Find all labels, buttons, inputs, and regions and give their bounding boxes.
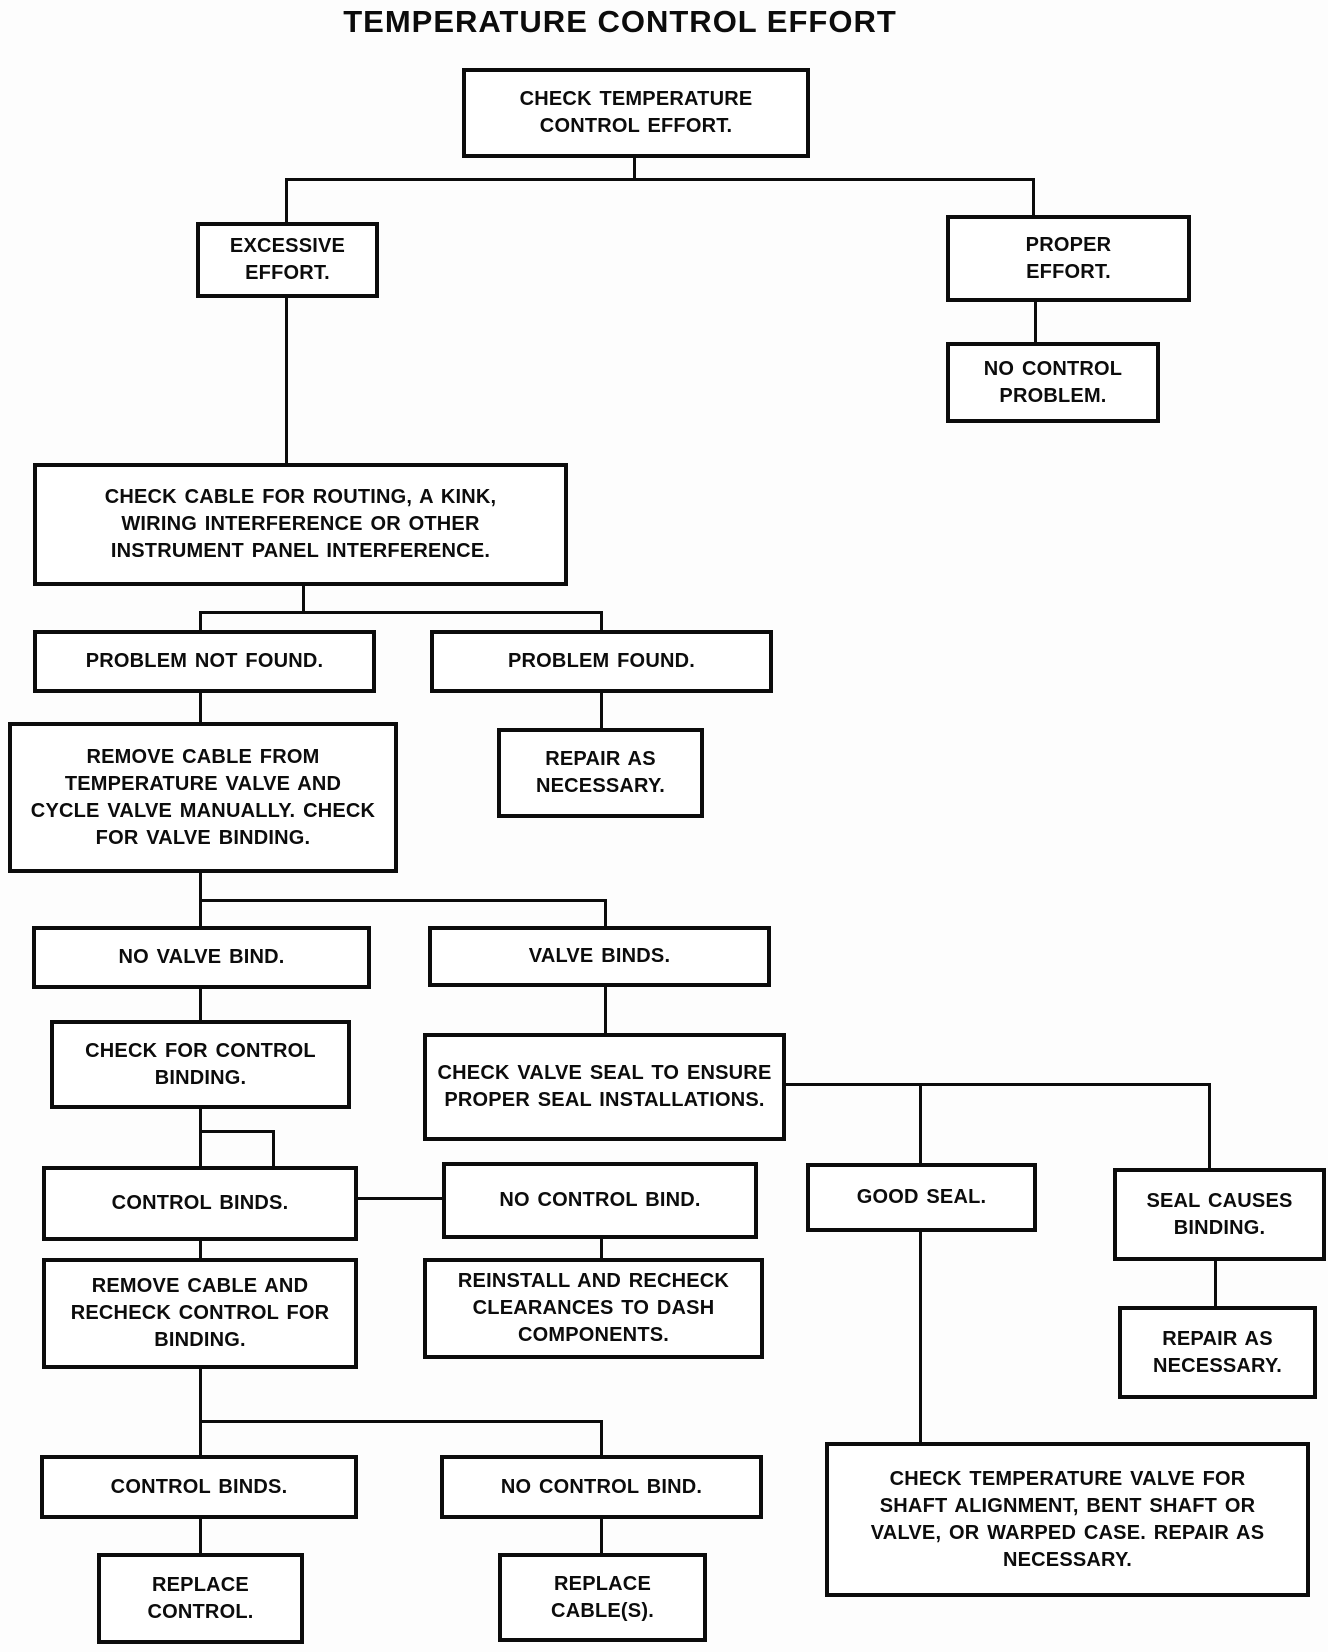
connector xyxy=(604,899,607,926)
connector xyxy=(285,178,288,222)
connector xyxy=(199,899,202,926)
node-check-for-control-binding: CHECK FOR CONTROL BINDING. xyxy=(50,1020,351,1109)
node-replace-control: REPLACE CONTROL. xyxy=(97,1553,304,1644)
node-repair-as-necessary-1: REPAIR AS NECESSARY. xyxy=(497,728,704,818)
connector xyxy=(199,1130,275,1133)
connector xyxy=(199,1519,202,1553)
connector xyxy=(302,585,305,611)
connector xyxy=(199,692,202,722)
connector xyxy=(199,611,202,630)
connector xyxy=(1208,1083,1211,1168)
node-problem-found: PROBLEM FOUND. xyxy=(430,630,773,693)
node-excessive-effort: EXCESSIVE EFFORT. xyxy=(196,222,379,298)
connector xyxy=(600,1420,603,1455)
connector xyxy=(600,1519,603,1553)
node-proper-effort: PROPER EFFORT. xyxy=(946,215,1191,302)
node-no-control-bind-2: NO CONTROL BIND. xyxy=(440,1455,763,1519)
node-remove-cable-cycle-valve: REMOVE CABLE FROM TEMPERATURE VALVE AND … xyxy=(8,722,398,873)
connector xyxy=(199,1420,202,1455)
node-problem-not-found: PROBLEM NOT FOUND. xyxy=(33,630,376,693)
node-check-valve-seal: CHECK VALVE SEAL TO ENSURE PROPER SEAL I… xyxy=(423,1033,786,1141)
connector xyxy=(633,158,636,178)
node-no-control-problem: NO CONTROL PROBLEM. xyxy=(946,342,1160,423)
node-check-cable-routing: CHECK CABLE FOR ROUTING, A KINK, WIRING … xyxy=(33,463,568,586)
connector xyxy=(199,872,202,899)
node-replace-cables: REPLACE CABLE(S). xyxy=(498,1553,707,1642)
node-repair-as-necessary-2: REPAIR AS NECESSARY. xyxy=(1118,1306,1317,1399)
diagram-title: TEMPERATURE CONTROL EFFORT xyxy=(343,4,897,39)
connector xyxy=(285,297,288,463)
connector xyxy=(1214,1261,1217,1306)
node-reinstall-recheck-clearances: REINSTALL AND RECHECK CLEARANCES TO DASH… xyxy=(423,1258,764,1359)
connector xyxy=(1032,178,1035,215)
node-seal-causes-binding: SEAL CAUSES BINDING. xyxy=(1113,1168,1326,1261)
connector xyxy=(604,986,607,1033)
connector xyxy=(199,1241,202,1258)
connector xyxy=(785,1083,1211,1086)
node-good-seal: GOOD SEAL. xyxy=(806,1163,1037,1232)
connector xyxy=(199,611,603,614)
node-valve-binds: VALVE BINDS. xyxy=(428,926,771,987)
node-no-valve-bind: NO VALVE BIND. xyxy=(32,926,371,989)
node-control-binds-2: CONTROL BINDS. xyxy=(40,1455,358,1519)
connector xyxy=(600,692,603,728)
connector xyxy=(919,1232,922,1442)
connector xyxy=(600,611,603,630)
node-remove-cable-recheck-control: REMOVE CABLE AND RECHECK CONTROL FOR BIN… xyxy=(42,1258,358,1369)
connector xyxy=(199,1420,603,1423)
connector xyxy=(272,1130,275,1200)
node-no-control-bind-1: NO CONTROL BIND. xyxy=(442,1162,758,1239)
connector xyxy=(199,1108,202,1166)
connector xyxy=(1034,301,1037,342)
node-control-binds-1: CONTROL BINDS. xyxy=(42,1166,358,1241)
connector xyxy=(199,988,202,1020)
connector xyxy=(285,178,1035,181)
node-check-temperature-valve-shaft: CHECK TEMPERATURE VALVE FOR SHAFT ALIGNM… xyxy=(825,1442,1310,1597)
connector xyxy=(600,1239,603,1258)
connector xyxy=(199,1369,202,1420)
connector xyxy=(919,1083,922,1163)
node-check-temperature-control-effort: CHECK TEMPERATURE CONTROL EFFORT. xyxy=(462,68,810,158)
connector xyxy=(199,899,607,902)
